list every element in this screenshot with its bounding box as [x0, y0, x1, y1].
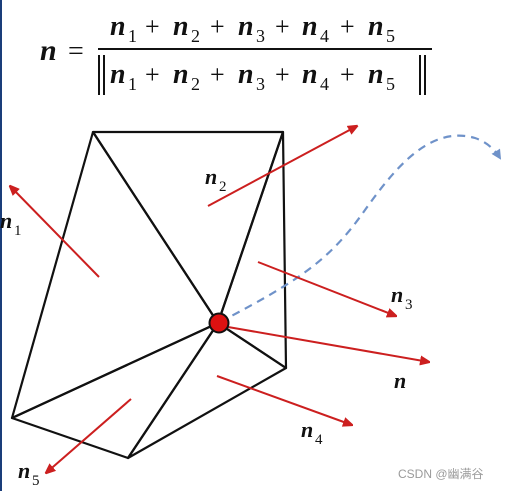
normal-arrows — [10, 126, 429, 473]
num-plus-3: + — [275, 12, 290, 41]
num-term-2: n — [173, 11, 189, 42]
num-sub-3: 3 — [256, 26, 265, 46]
triangle-mesh — [10, 130, 288, 460]
label-n3-sub: 3 — [405, 297, 413, 313]
num-sub-2: 2 — [191, 26, 200, 46]
label-n5: n — [18, 458, 30, 483]
den-sub-2: 2 — [191, 74, 200, 94]
num-plus-2: + — [210, 12, 225, 41]
label-n3: n — [391, 282, 403, 307]
normal-labels: n 1 n 2 n 3 n n 4 n 5 — [0, 164, 413, 489]
den-term-1: n — [110, 59, 126, 90]
triangle-3 — [216, 130, 288, 370]
label-n2: n — [205, 164, 217, 189]
den-sub-4: 4 — [320, 74, 329, 94]
label-n4-sub: 4 — [315, 432, 323, 448]
formula-denominator: n 1 + n 2 + n 3 + n 4 + n 5 — [98, 55, 426, 95]
den-term-3: n — [238, 59, 254, 90]
num-sub-1: 1 — [128, 26, 137, 46]
dashed-trajectory — [219, 134, 502, 323]
triangle-2 — [91, 130, 285, 325]
label-n2-sub: 2 — [219, 179, 227, 195]
num-plus-4: + — [340, 12, 355, 41]
num-sub-5: 5 — [386, 26, 395, 46]
triangle-4 — [126, 321, 288, 460]
arrow-n — [227, 326, 429, 362]
den-sub-5: 5 — [386, 74, 395, 94]
num-term-4: n — [302, 11, 318, 42]
den-plus-2: + — [210, 60, 225, 89]
arrow-n5 — [46, 398, 132, 473]
den-plus-4: + — [340, 60, 355, 89]
num-term-3: n — [238, 11, 254, 42]
label-n5-sub: 5 — [32, 473, 40, 489]
label-n1-sub: 1 — [14, 223, 22, 239]
arrow-n4 — [216, 375, 352, 425]
den-sub-1: 1 — [128, 74, 137, 94]
arrow-n3 — [257, 261, 396, 316]
label-n1: n — [0, 208, 12, 233]
den-plus-3: + — [275, 60, 290, 89]
formula-lhs: n — [40, 34, 57, 67]
num-sub-4: 4 — [320, 26, 329, 46]
num-term-5: n — [368, 11, 384, 42]
num-plus-1: + — [145, 12, 160, 41]
formula-numerator: n 1 + n 2 + n 3 + n 4 + n 5 — [110, 11, 395, 46]
left-frame-edge — [0, 0, 2, 491]
arrow-n2 — [207, 126, 357, 207]
label-n: n — [394, 368, 406, 393]
den-term-5: n — [368, 59, 384, 90]
den-term-4: n — [302, 59, 318, 90]
triangle-5 — [10, 321, 220, 460]
den-sub-3: 3 — [256, 74, 265, 94]
csdn-watermark: CSDN @幽满谷 — [398, 467, 484, 481]
label-n4: n — [301, 417, 313, 442]
den-plus-1: + — [145, 60, 160, 89]
arrow-n1 — [10, 186, 100, 278]
den-term-2: n — [173, 59, 189, 90]
shared-vertex — [208, 312, 230, 334]
num-term-1: n — [110, 11, 126, 42]
normal-formula: n = n 1 + n 2 + n 3 + n 4 + n 5 n 1 + — [40, 11, 432, 95]
formula-equals: = — [68, 36, 84, 67]
